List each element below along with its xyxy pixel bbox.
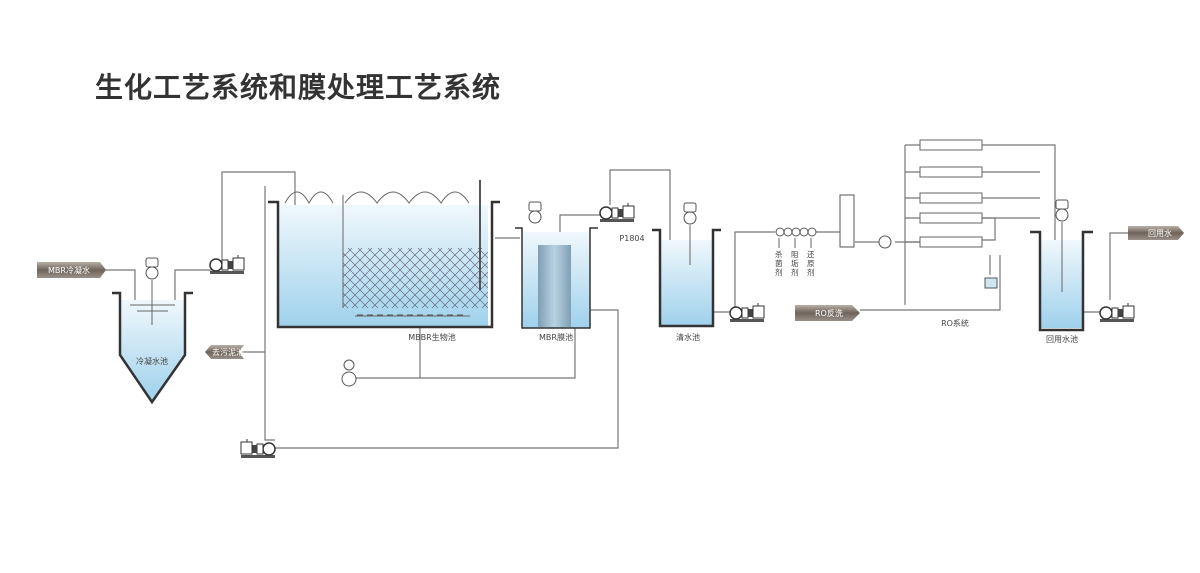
- reuse-water-tank-label: 回用水池: [1046, 334, 1078, 344]
- pump-p1804: [599, 202, 635, 223]
- svg-text:RO反洗: RO反洗: [815, 308, 843, 318]
- mbr-tank-label: MBR膜池: [539, 332, 573, 342]
- dosing-label-1: 杀菌剂: [775, 249, 783, 277]
- pump-p1804-label: P1804: [619, 234, 644, 243]
- clear-water-tank-label: 清水池: [676, 332, 700, 342]
- ro-sample-cup: [984, 277, 998, 289]
- blower: [341, 359, 357, 387]
- tag-sludge: 去污泥池: [205, 345, 244, 359]
- condensate-tank-label: 冷凝水池: [136, 356, 168, 366]
- ro-system-label: RO系统: [941, 318, 969, 328]
- page-title: 生化工艺系统和膜处理工艺系统: [95, 71, 502, 104]
- pump-return: [240, 438, 276, 459]
- dosing-manifold: [775, 227, 817, 248]
- tag-reuse-water: 回用水: [1128, 226, 1184, 240]
- dosing-label-2: 阻垢剂: [791, 250, 799, 277]
- mbbr-tank: MBBR生物池: [268, 180, 500, 342]
- pipe-network: [105, 144, 1130, 449]
- svg-text:回用水: 回用水: [1148, 228, 1172, 238]
- svg-text:去污泥池: 去污泥池: [212, 347, 244, 357]
- pump-feed: [209, 254, 245, 275]
- ro-membranes: [919, 139, 983, 248]
- tag-mbr-condensate: MBR冷凝水: [37, 262, 106, 278]
- svg-text:MBR冷凝水: MBR冷凝水: [48, 265, 90, 275]
- clear-water-tank: 清水池: [652, 202, 721, 342]
- reuse-water-tank: 回用水池: [1030, 199, 1093, 344]
- mbr-tank: MBR膜池: [515, 201, 598, 342]
- high-pressure-pump: [878, 235, 892, 249]
- cartridge-filter: [839, 194, 855, 248]
- condensate-tank: 冷凝水池: [112, 257, 193, 405]
- pump-reuse: [1099, 302, 1135, 323]
- mbbr-tank-label: MBBR生物池: [408, 332, 455, 342]
- tag-ro-backwash: RO反洗: [795, 305, 860, 321]
- dosing-label-3: 还原剂: [807, 249, 815, 277]
